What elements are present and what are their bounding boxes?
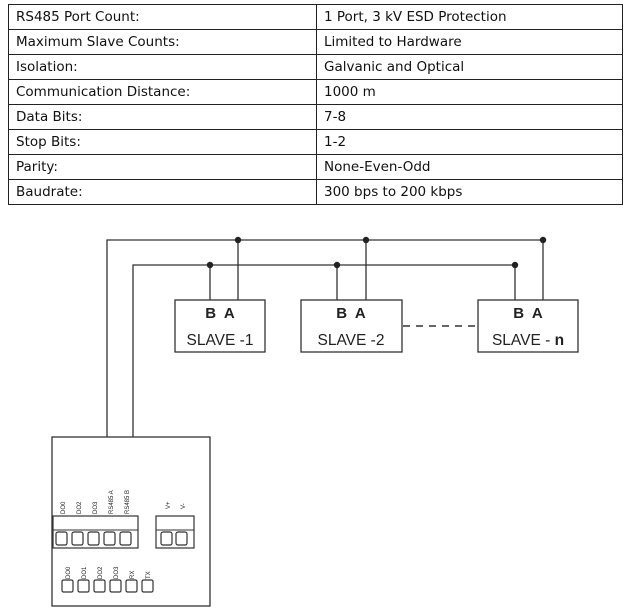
terminal-screw <box>103 531 116 546</box>
spec-label: RS485 Port Count: <box>8 4 317 30</box>
slave-2-label: SLAVE -2 <box>318 332 385 349</box>
junction-dots <box>206 236 547 269</box>
pin-label-v-minus: V- <box>181 503 187 509</box>
terminal-screw <box>77 579 90 593</box>
power-terminal-block <box>155 515 195 549</box>
terminal-screw <box>141 579 154 593</box>
terminal-screw <box>109 579 122 593</box>
spec-row: Communication Distance: 1000 m <box>8 79 623 105</box>
pin-label-do3: DO3 <box>93 501 99 514</box>
spec-row: Data Bits: 7-8 <box>8 104 623 130</box>
pin-label-bottom-do3: DO3 <box>114 566 120 579</box>
pin-label-rs485-b: RS485 B <box>125 490 131 514</box>
spec-row: Stop Bits: 1-2 <box>8 129 623 155</box>
slave-2-pins: B A <box>336 305 366 322</box>
pin-label-rs485-a: RS485 A <box>109 490 115 514</box>
pin-label-do2: DO2 <box>77 501 83 514</box>
top-pin-labels: DO0 DO2 DO3 RS485 A RS485 B <box>61 490 131 514</box>
rs485-b-line <box>132 264 516 488</box>
spec-value: 1 Port, 3 kV ESD Protection <box>316 4 623 30</box>
spec-label: Parity: <box>8 154 317 180</box>
pin-label-do0: DO0 <box>61 501 67 514</box>
spec-label: Communication Distance: <box>8 79 317 105</box>
spec-label: Baudrate: <box>8 179 317 205</box>
slave-n-label-prefix: SLAVE - <box>492 332 555 349</box>
spec-value: Limited to Hardware <box>316 29 623 55</box>
spec-row: Baudrate: 300 bps to 200 kbps <box>8 179 623 205</box>
spec-row: Parity: None-Even-Odd <box>8 154 623 180</box>
bus-wires <box>106 239 544 488</box>
slave-n-pins: B A <box>513 305 543 322</box>
slave-1-box: B A SLAVE -1 <box>174 299 266 353</box>
spec-value: 7-8 <box>316 104 623 130</box>
power-pin-labels: V+ V- <box>166 501 187 509</box>
spec-value: None-Even-Odd <box>316 154 623 180</box>
bottom-terminal-block <box>61 579 154 593</box>
terminal-screw <box>71 531 84 546</box>
slave-n-label-suffix: n <box>555 332 564 349</box>
spec-value: 1000 m <box>316 79 623 105</box>
spec-value: Galvanic and Optical <box>316 54 623 80</box>
bottom-pin-labels: DO0 DO1 DO2 DO3 RX TX <box>66 566 152 579</box>
terminal-screw <box>61 579 74 593</box>
terminal-screw <box>160 531 173 546</box>
slave-n-label: SLAVE - n <box>492 332 564 349</box>
pin-label-tx: TX <box>146 571 152 579</box>
spec-value: 300 bps to 200 kbps <box>316 179 623 205</box>
terminal-screw <box>125 579 138 593</box>
pin-label-v-plus: V+ <box>166 501 172 509</box>
spec-label: Data Bits: <box>8 104 317 130</box>
slave-1-label: SLAVE -1 <box>187 332 254 349</box>
terminal-screw <box>93 579 106 593</box>
spec-row: Isolation: Galvanic and Optical <box>8 54 623 80</box>
slave-b-drops <box>209 265 338 300</box>
slave-a-drops <box>237 240 367 300</box>
pin-label-bottom-do2: DO2 <box>98 566 104 579</box>
pin-label-bottom-do0: DO0 <box>66 566 72 579</box>
rs485-a-line <box>106 239 544 488</box>
spec-row: RS485 Port Count: 1 Port, 3 kV ESD Prote… <box>8 4 623 30</box>
pin-label-bottom-do1: DO1 <box>82 566 88 579</box>
pin-label-rx: RX <box>130 571 136 579</box>
slave-n-box: B A SLAVE - n <box>477 299 579 353</box>
terminal-screw <box>87 531 100 546</box>
terminal-screw <box>175 531 188 546</box>
spec-label: Stop Bits: <box>8 129 317 155</box>
specifications-table: RS485 Port Count: 1 Port, 3 kV ESD Prote… <box>8 4 623 205</box>
slave-2-box: B A SLAVE -2 <box>300 299 403 353</box>
terminal-screw <box>55 531 68 546</box>
master-device: DO0 DO2 DO3 RS485 A RS485 B V+ V- DO0 <box>51 436 211 607</box>
top-terminal-block <box>52 515 139 549</box>
terminal-screw <box>119 531 132 546</box>
slave-1-pins: B A <box>205 305 235 322</box>
spec-row: Maximum Slave Counts: Limited to Hardwar… <box>8 29 623 55</box>
